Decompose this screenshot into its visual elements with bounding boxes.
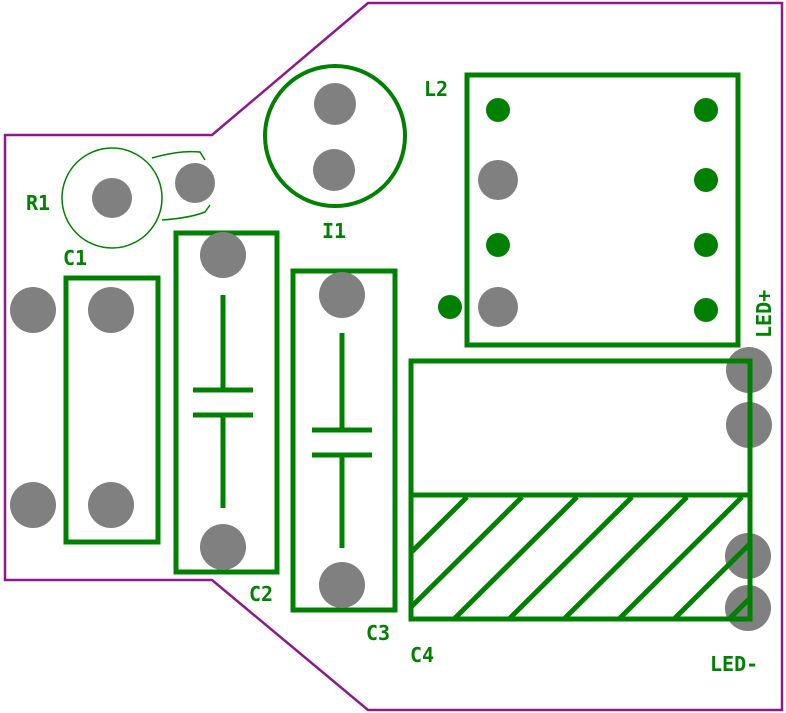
pad — [319, 272, 365, 318]
component-i1[interactable]: I1 — [263, 64, 407, 243]
label-r1: R1 — [26, 191, 50, 215]
pad — [694, 233, 718, 257]
pad — [486, 233, 510, 257]
polarity-hatching — [413, 497, 748, 618]
label-c4: C4 — [410, 643, 434, 667]
hatch-line — [508, 497, 634, 618]
pad — [478, 160, 518, 200]
label-led-minus: LED- — [710, 652, 758, 676]
hatch-line — [413, 497, 469, 555]
capacitor-symbol — [312, 333, 372, 548]
pad — [175, 163, 215, 203]
hatch-line — [673, 542, 748, 618]
pad — [313, 149, 355, 191]
pad — [478, 287, 518, 327]
label-l2: L2 — [424, 77, 448, 101]
component-c2[interactable]: C2 — [173, 230, 280, 606]
label-c1: C1 — [63, 246, 87, 270]
pad — [314, 83, 356, 125]
capacitor-symbol — [193, 295, 253, 508]
pad — [200, 524, 246, 570]
pad — [694, 98, 718, 122]
label-c2: C2 — [249, 582, 273, 606]
pad — [694, 168, 718, 192]
label-c3: C3 — [366, 621, 390, 645]
component-l2[interactable]: L2 — [424, 72, 741, 348]
pad — [88, 482, 134, 528]
label-led-plus: LED+ — [752, 290, 776, 338]
pad — [92, 178, 132, 218]
pad — [486, 98, 510, 122]
pad — [10, 482, 56, 528]
pad — [438, 295, 462, 319]
component-c4[interactable]: C4 — [345, 347, 786, 667]
component-c3[interactable]: C3 — [290, 268, 398, 645]
hatch-line — [453, 497, 579, 618]
pad — [319, 562, 365, 608]
label-i1: I1 — [322, 219, 346, 243]
component-c1[interactable]: C1 — [10, 246, 161, 545]
pad — [694, 298, 718, 322]
component-r1[interactable]: R1 — [26, 147, 215, 249]
pad — [10, 287, 56, 333]
pad — [88, 287, 134, 333]
board-outline — [3, 1, 784, 712]
hatch-line — [413, 497, 524, 609]
hatch-line — [618, 497, 744, 618]
pad — [200, 232, 246, 278]
hatch-line — [563, 497, 689, 618]
